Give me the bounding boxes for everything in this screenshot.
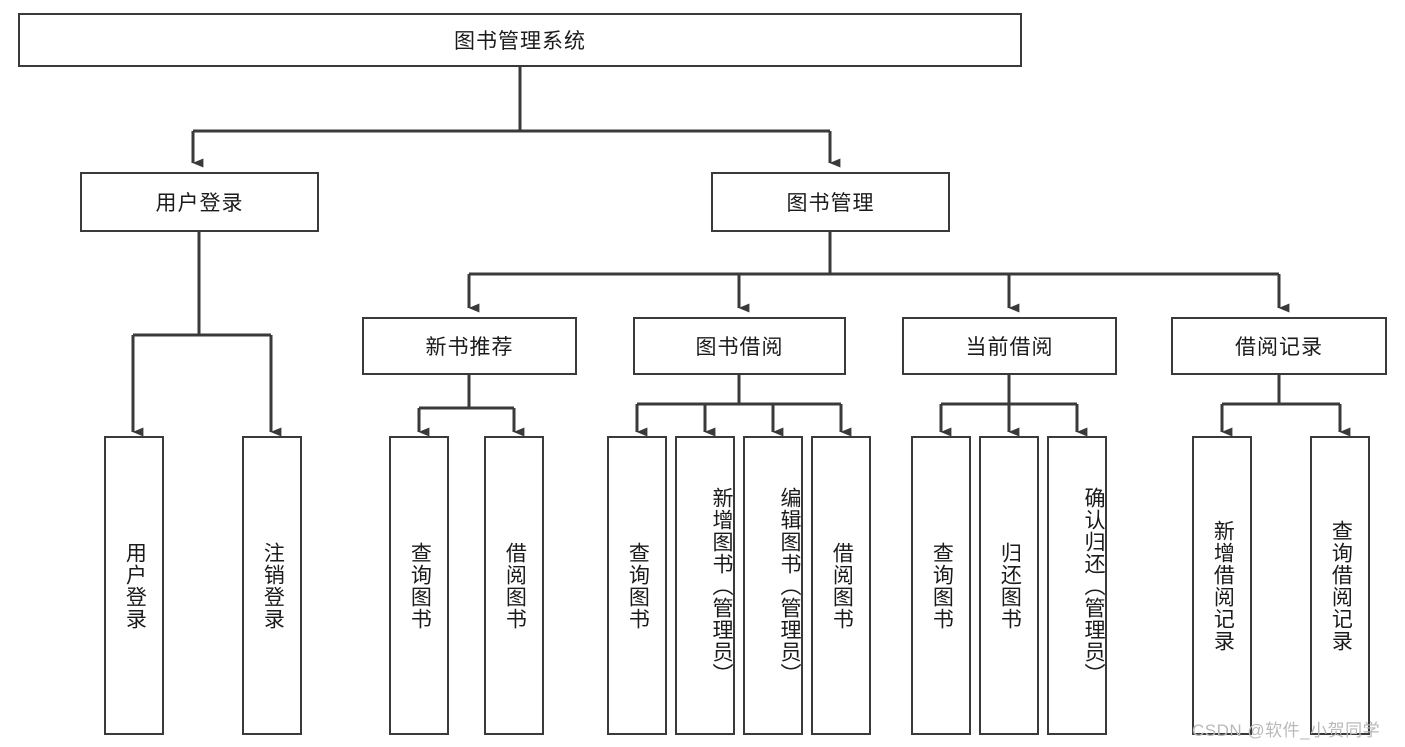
node-label: 新增图书（管理员）: [710, 486, 733, 685]
node-label: 编辑图书（管理员）: [778, 486, 801, 685]
leaf-user-login-logout[interactable]: 注销登录: [242, 436, 302, 735]
node-borrow-record[interactable]: 借阅记录: [1171, 317, 1387, 375]
leaf-current-borrow-query-book[interactable]: 查询图书: [911, 436, 971, 735]
node-new-book-recommend[interactable]: 新书推荐: [362, 317, 577, 375]
leaf-current-borrow-return-book[interactable]: 归还图书: [979, 436, 1039, 735]
node-label: 新书推荐: [425, 336, 514, 359]
leaf-book-borrow-edit-book-admin[interactable]: 编辑图书（管理员）: [743, 436, 803, 735]
node-label: 图书借阅: [695, 336, 784, 359]
leaf-borrow-record-query-record[interactable]: 查询借阅记录: [1310, 436, 1370, 735]
node-label: 归还图书: [998, 541, 1022, 630]
leaf-book-borrow-borrow-book[interactable]: 借阅图书: [811, 436, 871, 735]
leaf-book-borrow-add-book-admin[interactable]: 新增图书（管理员）: [675, 436, 735, 735]
node-label: 查询图书: [408, 541, 432, 630]
node-book-borrow[interactable]: 图书借阅: [633, 317, 846, 375]
node-label: 注销登录: [261, 541, 285, 630]
node-current-borrow[interactable]: 当前借阅: [902, 317, 1117, 375]
node-label: 用户登录: [123, 541, 147, 630]
leaf-new-book-query-book[interactable]: 查询图书: [389, 436, 449, 735]
leaf-user-login-login[interactable]: 用户登录: [104, 436, 164, 735]
node-label: 借阅图书: [503, 541, 527, 630]
node-label: 借阅图书: [830, 541, 854, 630]
node-label: 新增借阅记录: [1211, 519, 1235, 652]
node-label: 图书管理系统: [454, 30, 586, 53]
leaf-new-book-borrow-book[interactable]: 借阅图书: [484, 436, 544, 735]
node-label: 图书管理: [786, 192, 875, 215]
node-label: 确认归还（管理员）: [1082, 486, 1105, 685]
node-root-book-management-system[interactable]: 图书管理系统: [18, 13, 1022, 67]
node-user-login[interactable]: 用户登录: [80, 172, 319, 232]
leaf-current-borrow-confirm-return-admin[interactable]: 确认归还（管理员）: [1047, 436, 1107, 735]
leaf-book-borrow-query-book[interactable]: 查询图书: [607, 436, 667, 735]
leaf-borrow-record-add-record[interactable]: 新增借阅记录: [1192, 436, 1252, 735]
node-label: 查询图书: [930, 541, 954, 630]
watermark-text: CSDN @软件_小贺同学: [1192, 721, 1381, 740]
node-label: 查询图书: [626, 541, 650, 630]
node-label: 查询借阅记录: [1329, 519, 1353, 652]
node-label: 当前借阅: [965, 336, 1054, 359]
node-label: 用户登录: [155, 192, 244, 215]
node-label: 借阅记录: [1235, 336, 1323, 359]
node-book-management[interactable]: 图书管理: [711, 172, 950, 232]
